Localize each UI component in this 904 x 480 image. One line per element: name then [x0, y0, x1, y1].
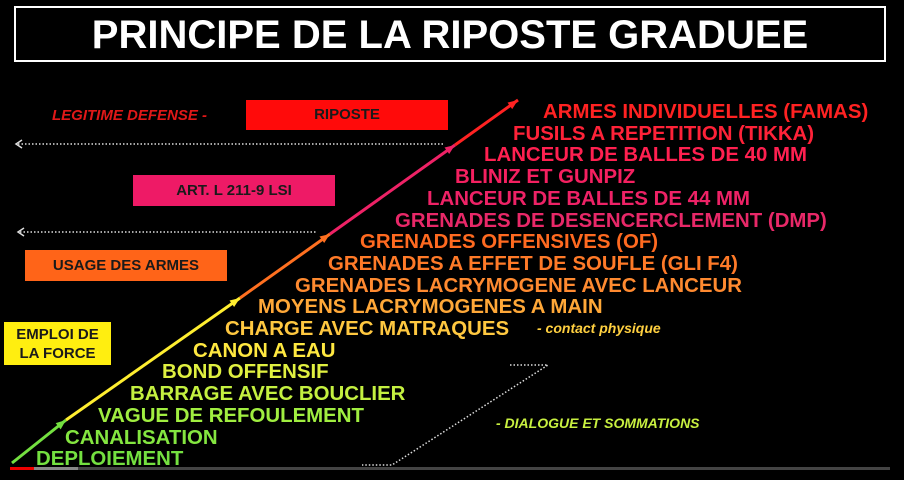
arrow-segment — [329, 143, 456, 236]
emploi-line-1: EMPLOI DE — [16, 326, 99, 343]
riposte-box: RIPOSTE — [246, 100, 448, 130]
emploi-line-2: LA FORCE — [19, 345, 96, 362]
contact-physique-note: - contact physique — [537, 320, 661, 336]
dotted-line-dialogue — [362, 364, 551, 466]
step-label: BOND OFFENSIF — [162, 361, 329, 384]
step-label: FUSILS A REPETITION (TIKKA) — [513, 122, 815, 145]
step-label: GRENADES LACRYMOGENE AVEC LANCEUR — [295, 274, 742, 297]
step-label: VAGUE DE REFOULEMENT — [98, 404, 364, 427]
step-label: ARMES INDIVIDUELLES (FAMAS) — [543, 101, 869, 123]
usage-des-armes-box: USAGE DES ARMES — [25, 250, 227, 281]
arrow-left-icon — [16, 227, 25, 237]
slide-title: PRINCIPE DE LA RIPOSTE GRADUEE — [14, 6, 886, 62]
arrow-segment — [239, 232, 331, 300]
arrowhead-icon — [319, 234, 330, 244]
step-label: MOYENS LACRYMOGENES A MAIN — [258, 296, 603, 319]
art-l211-9-box: ART. L 211-9 LSI — [133, 175, 335, 206]
arrowhead-icon — [507, 100, 518, 110]
arrowhead-icon — [444, 145, 455, 155]
step-label: GRENADES OFFENSIVES (OF) — [360, 231, 659, 254]
step-label: CANALISATION — [65, 426, 218, 449]
arrowhead-icon — [229, 298, 240, 308]
step-label: BLINIZ ET GUNPIZ — [455, 166, 636, 189]
arrow-segment — [11, 418, 67, 465]
step-label: GRENADES DE DESENCERCLEMENT (DMP) — [395, 209, 827, 232]
step-label: DEPLOIEMENT — [36, 448, 184, 471]
dialogue-sommations-note: - DIALOGUE ET SOMMATIONS — [496, 415, 700, 431]
video-buffer-bar — [10, 467, 78, 470]
video-progress-fill[interactable] — [10, 467, 34, 470]
step-label: CHARGE AVEC MATRAQUES — [225, 318, 510, 340]
step-label: CANON A EAU — [193, 339, 336, 362]
arrow-segment — [454, 98, 519, 147]
video-progress-track[interactable] — [10, 467, 890, 470]
step-label: BARRAGE AVEC BOUCLIER — [130, 383, 406, 406]
legitime-defense-label: LEGITIME DEFENSE - — [52, 107, 208, 124]
arrow-left-icon — [14, 139, 23, 149]
arrow-segment — [65, 296, 241, 422]
step-label: GRENADES A EFFET DE SOUFLE (GLI F4) — [328, 252, 738, 275]
arrowhead-icon — [55, 420, 66, 430]
step-label: LANCEUR DE BALLES DE 40 MM — [484, 144, 808, 167]
step-label: LANCEUR DE BALLES DE 44 MM — [427, 187, 751, 210]
emploi-de-la-force-box: EMPLOI DE LA FORCE — [4, 322, 111, 365]
